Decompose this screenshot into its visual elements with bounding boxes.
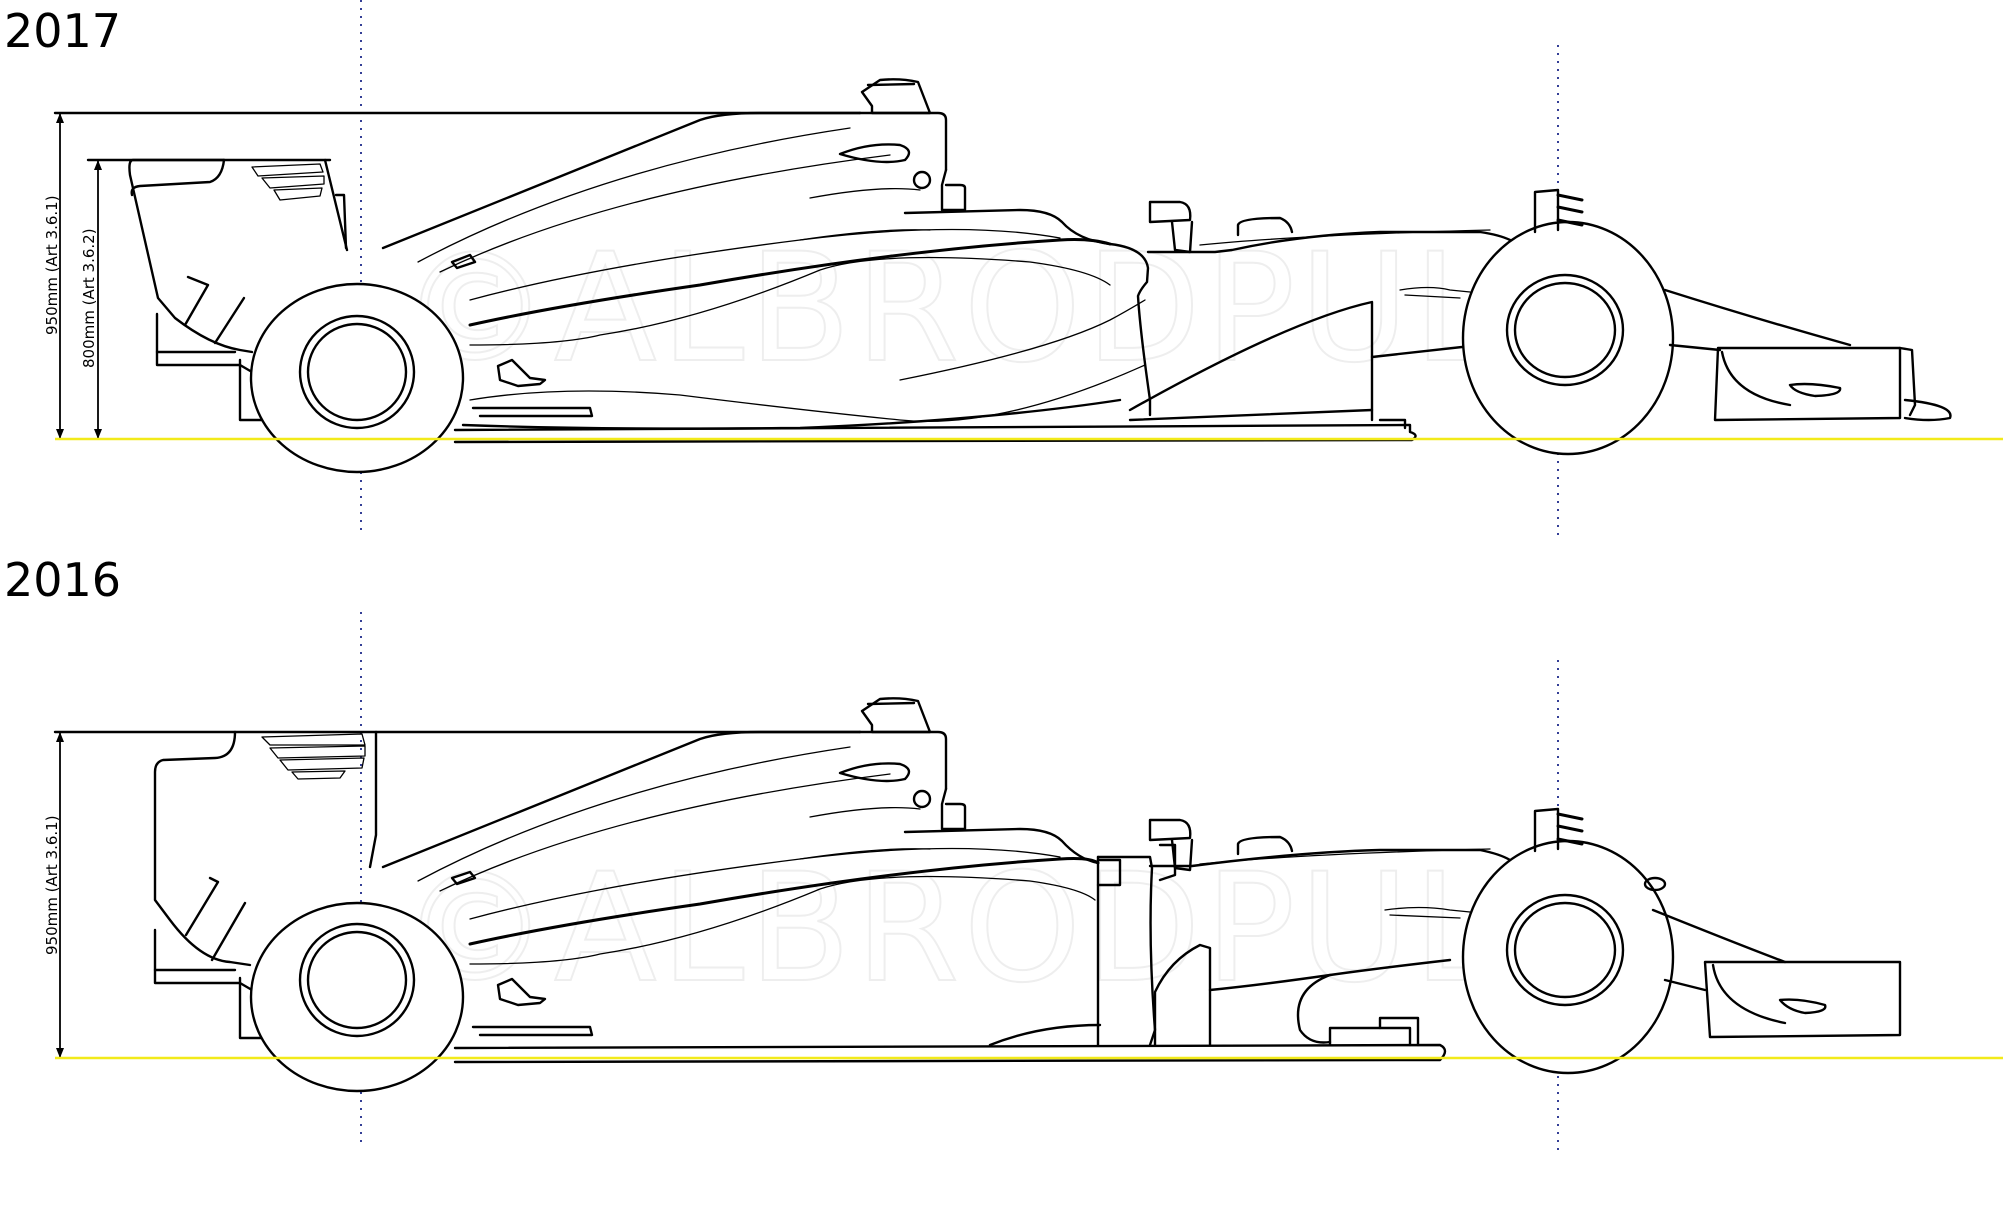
rear-wing [153,730,378,1040]
front-wheel [1461,188,1675,456]
year-label-2016: 2016 [4,553,122,607]
rear-wheel [249,901,465,1093]
watermark-2016: ©ALBRODPUL [400,842,1501,1016]
front-wing [1651,908,1902,1039]
year-label-2017: 2017 [4,4,122,58]
rear-wing [128,158,349,422]
dimension-label-800: 800mm (Art 3.6.2) [80,228,98,368]
dimension-950mm: 950mm (Art 3.6.1) [43,730,862,1059]
front-wheel [1461,807,1675,1075]
dimension-label-950: 950mm (Art 3.6.1) [43,195,61,335]
dimension-label-950: 950mm (Art 3.6.1) [43,815,61,955]
rear-wheel [249,282,465,474]
sidepod [461,208,1152,430]
front-wing [1663,288,1952,422]
floor [453,855,1452,1064]
panel-2016: 950mm (Art 3.6.1) [43,612,2003,1155]
engine-cover [381,697,967,892]
dimension-950mm: 950mm (Art 3.6.1) [43,111,862,440]
dimension-800mm: 800mm (Art 3.6.2) [80,158,332,440]
monocoque [1146,200,1512,299]
monocoque [1148,818,1512,919]
sidepod [468,827,1100,1037]
panel-2017: 950mm (Art 3.6.1) 800mm (Art 3.6.2) [43,0,2003,540]
